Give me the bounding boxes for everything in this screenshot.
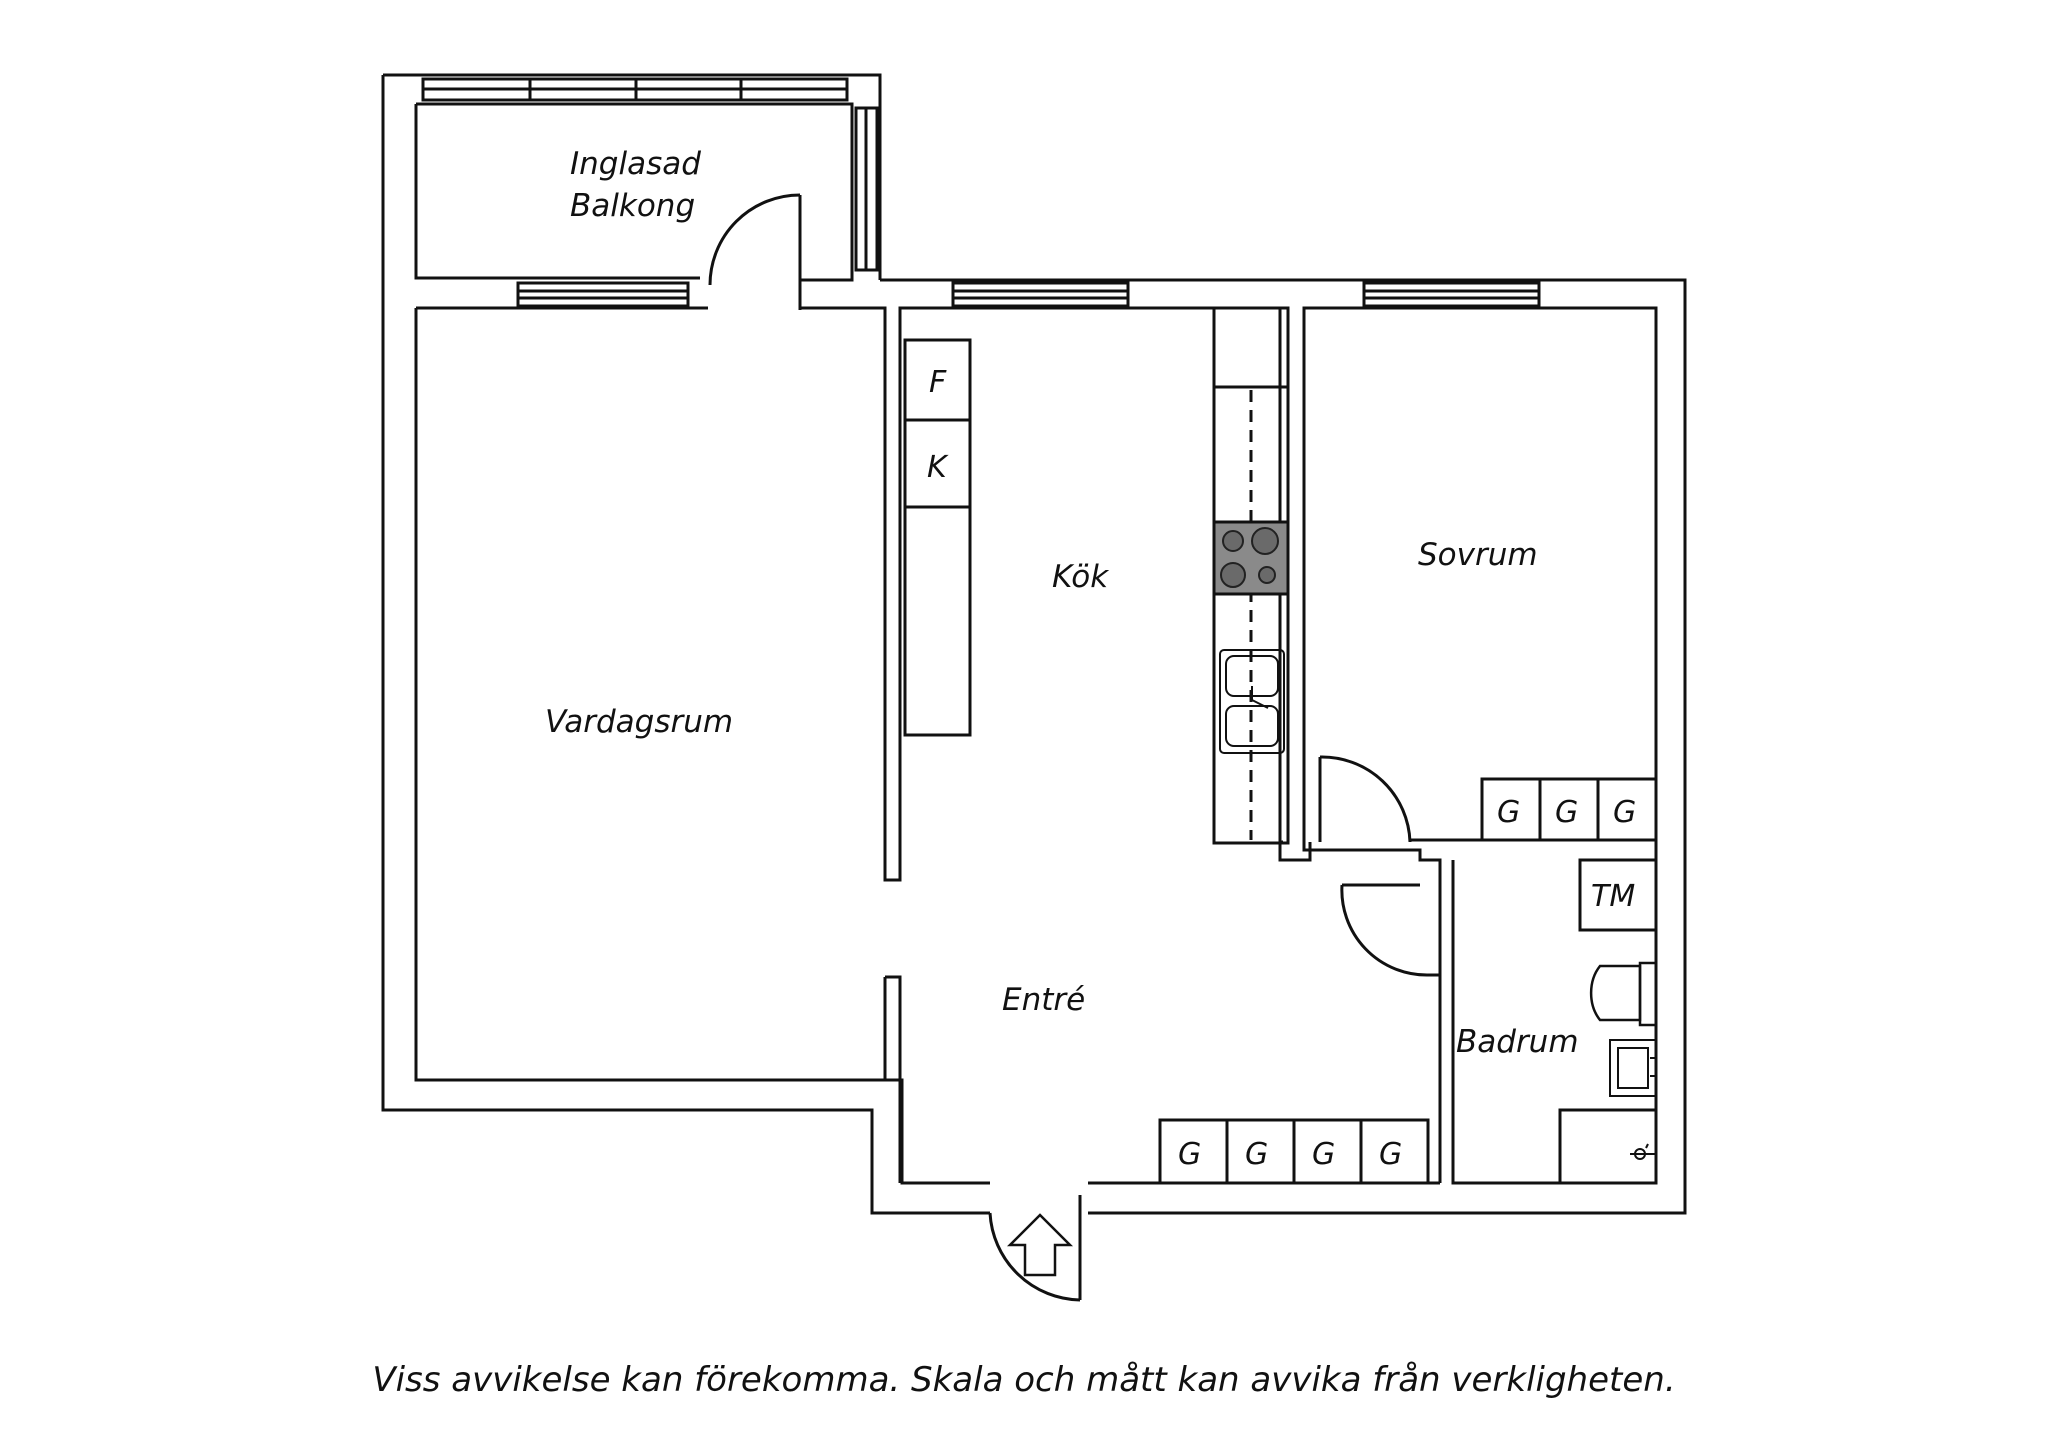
entrance-wardrobe-label: G — [1312, 1137, 1335, 1172]
balcony-walls — [381, 73, 990, 1215]
bedroom-wardrobes — [1480, 777, 1658, 842]
entrance-wardrobe-label: G — [1178, 1137, 1201, 1172]
balcony-label-line1: Inglasad — [570, 146, 701, 182]
bedroom-wardrobe-label: G — [1497, 795, 1520, 830]
entrance-label: Entré — [1002, 982, 1085, 1018]
bathroom-label: Badrum — [1456, 1024, 1579, 1060]
balcony-window-side — [854, 106, 879, 272]
bedroom-wardrobe-label: G — [1555, 795, 1578, 830]
outer-walls — [414, 278, 1687, 1215]
window-living-room — [516, 281, 690, 308]
window-bedroom — [1362, 281, 1541, 308]
balcony-label-line2: Balkong — [570, 188, 695, 224]
living-room-label: Vardagsrum — [545, 704, 733, 740]
kitchen-label: Kök — [1052, 559, 1109, 595]
disclaimer-text: Viss avvikelse kan förekomma. Skala och … — [372, 1360, 1676, 1400]
bedroom-wardrobe-label: G — [1613, 795, 1636, 830]
shower-head-icon — [1630, 1143, 1656, 1160]
fridge-label: F — [929, 365, 947, 400]
washer-label: TM — [1591, 879, 1635, 914]
window-kitchen — [951, 281, 1130, 308]
kitchen-tall-cabinets — [903, 338, 972, 737]
entrance-door — [988, 1195, 1082, 1302]
entrance-wardrobe-label: G — [1379, 1137, 1402, 1172]
balcony-door — [708, 193, 802, 310]
bedroom-label: Sovrum — [1418, 537, 1538, 573]
toilet-icon — [1589, 961, 1658, 1027]
living-room-wall — [883, 975, 902, 1183]
balcony-window-top — [421, 77, 849, 102]
kitchen-sink — [1219, 649, 1285, 754]
freezer-label: K — [927, 450, 949, 485]
bathroom-sink-icon — [1609, 1039, 1657, 1097]
entrance-wardrobe-label: G — [1245, 1137, 1268, 1172]
entrance-arrow-icon — [1006, 1213, 1074, 1277]
bathroom-door — [1340, 883, 1440, 977]
washer-box — [1578, 858, 1658, 932]
shower-area — [1558, 1108, 1656, 1183]
entrance-wardrobes — [1158, 1118, 1430, 1185]
stove-icon — [1212, 520, 1290, 596]
bedroom-door — [1318, 755, 1412, 843]
